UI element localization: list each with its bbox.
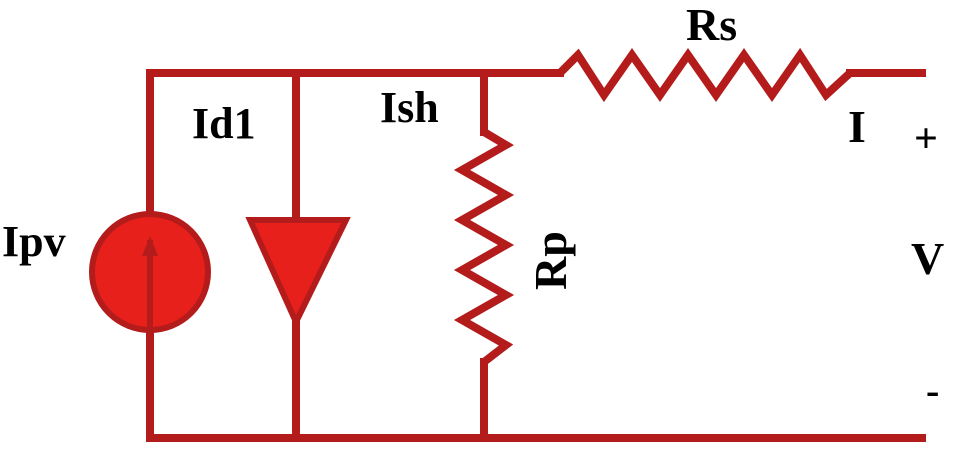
current-source xyxy=(89,211,211,333)
label-id1: Id1 xyxy=(192,99,256,148)
label-plus: + xyxy=(914,116,938,162)
shunt-resistor-rp xyxy=(453,128,515,366)
diode-triangle xyxy=(245,217,351,330)
label-ipv: Ipv xyxy=(2,217,66,266)
current-source-arrow-up-icon xyxy=(142,236,158,256)
label-ish: Ish xyxy=(380,83,439,132)
diode xyxy=(245,217,351,330)
wires xyxy=(146,69,926,442)
label-minus: - xyxy=(926,368,939,413)
label-rs: Rs xyxy=(686,0,737,50)
series-resistor-rs xyxy=(557,47,853,103)
label-v: V xyxy=(911,233,944,284)
label-i: I xyxy=(848,101,866,152)
label-rp: Rp xyxy=(525,231,576,290)
